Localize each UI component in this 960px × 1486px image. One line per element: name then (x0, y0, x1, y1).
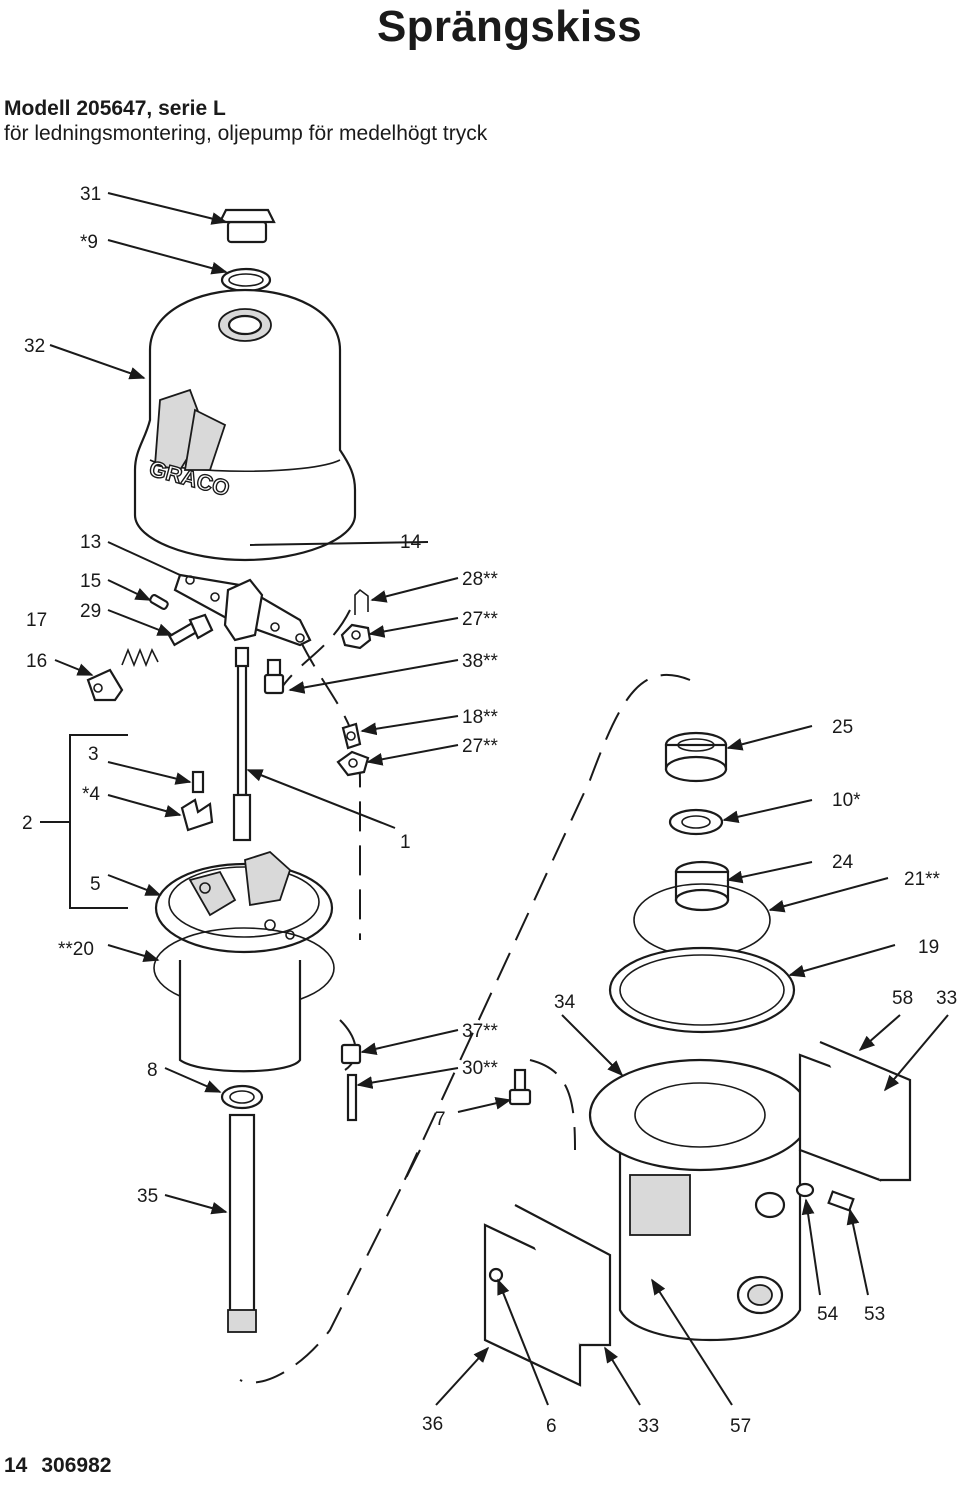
callout-10: 10* (832, 790, 861, 811)
screen-part-36 (483, 1204, 612, 1387)
connecting-rod-part-1 (232, 646, 252, 842)
fitting-part-30 (346, 1073, 358, 1122)
callout-20: **20 (58, 939, 94, 960)
callout-16: 16 (26, 651, 47, 672)
page-footer: 14 306982 (4, 1454, 111, 1478)
callout-24: 24 (832, 852, 854, 873)
model-description: Modell 205647, serie L för ledningsmonte… (4, 96, 487, 146)
pump-body-part-5-lower (178, 960, 302, 1073)
cap-part-16 (86, 668, 124, 702)
washer-part-8 (220, 1084, 264, 1110)
fitting-part-18 (341, 722, 362, 750)
reservoir-cover-part-32: GRACO (133, 288, 357, 562)
callout-31: 31 (80, 184, 101, 205)
bolt-part-7 (508, 1068, 532, 1106)
packing-part-10 (668, 808, 724, 836)
callout-28: 28** (462, 569, 499, 590)
callout-37: 37** (462, 1021, 499, 1042)
callout-54: 54 (817, 1304, 839, 1325)
callout-1: 1 (400, 832, 411, 853)
callout-27-upper: 27** (462, 609, 499, 630)
pump-head-part-5 (154, 850, 334, 954)
callout-38: 38** (462, 651, 499, 672)
callout-5: 5 (90, 874, 101, 895)
throat-nut-part-25 (664, 731, 728, 783)
callout-32: 32 (24, 336, 45, 357)
callout-9: *9 (80, 232, 98, 253)
clip-part-14 (354, 588, 369, 615)
fitting-part-37 (340, 1043, 362, 1065)
callout-57: 57 (730, 1416, 751, 1437)
page-title: Sprängskiss (377, 2, 642, 51)
screw-part-3 (191, 770, 205, 794)
callout-33-upper: 33 (936, 988, 957, 1009)
screen-part-58 (798, 1040, 912, 1182)
callout-13: 13 (80, 532, 101, 553)
linkage-part-13 (173, 573, 312, 647)
callout-36: 36 (422, 1414, 443, 1435)
callout-3: 3 (88, 744, 99, 765)
callout-7: 7 (435, 1109, 446, 1130)
callout-leaders (49, 192, 949, 1406)
callout-25: 25 (832, 717, 853, 738)
document-number: 306982 (41, 1454, 112, 1477)
plunger-part-29 (168, 613, 214, 647)
callout-34: 34 (554, 992, 576, 1013)
page-number: 14 (4, 1454, 28, 1477)
model-application: för ledningsmontering, oljepump för mede… (4, 122, 488, 145)
bracket-part-4 (180, 798, 214, 832)
callout-2: 2 (22, 813, 33, 834)
suction-tube-part-35 (227, 1113, 257, 1333)
callout-58: 58 (892, 988, 913, 1009)
bracket-group-2 (40, 734, 128, 909)
callout-33-lower: 33 (638, 1416, 659, 1437)
callout-8: 8 (147, 1060, 158, 1081)
callout-15: 15 (80, 571, 101, 592)
spring-part-17 (121, 647, 159, 668)
pin-part-15 (149, 594, 169, 610)
plug-part-31 (218, 208, 276, 244)
callout-14: 14 (400, 532, 422, 553)
callout-17: 17 (26, 610, 47, 631)
base-part-34 (588, 1058, 812, 1342)
callout-6: 6 (546, 1416, 557, 1437)
callout-27-lower: 27** (462, 736, 499, 757)
callout-labels: 31 *9 32 13 14 15 28** 17 29 27** 16 38*… (22, 184, 957, 1437)
callout-19: 19 (918, 937, 939, 958)
model-number: Modell 205647, serie L (4, 97, 226, 120)
callout-35: 35 (137, 1186, 158, 1207)
fitting-part-27 (340, 623, 372, 650)
fitting-part-53 (827, 1190, 855, 1212)
callout-53: 53 (864, 1304, 885, 1325)
screw-part-6 (488, 1267, 504, 1283)
callout-18: 18** (462, 707, 499, 728)
callout-4: *4 (82, 784, 100, 805)
callout-21: 21** (904, 869, 941, 890)
callout-29: 29 (80, 601, 101, 622)
fitting-part-38 (263, 658, 285, 695)
fitting-part-27b (336, 750, 370, 777)
callout-30: 30** (462, 1058, 499, 1079)
washer-part-54 (795, 1182, 815, 1198)
gasket-part-19 (608, 946, 796, 1034)
sleeve-part-24 (674, 860, 730, 912)
